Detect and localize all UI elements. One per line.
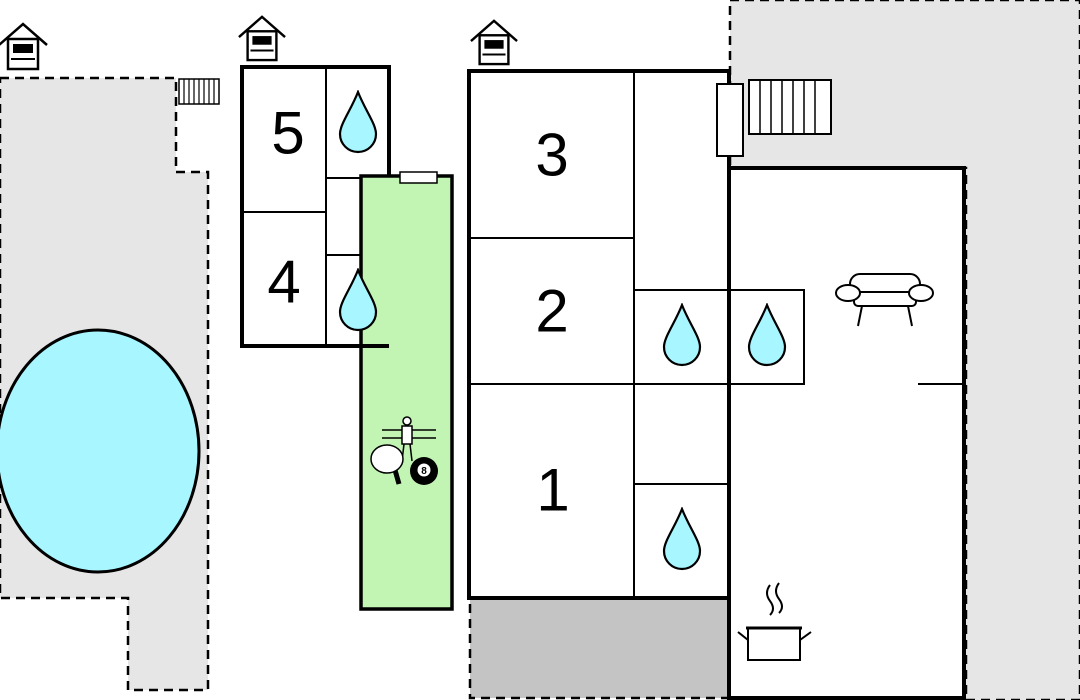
room-2-label: 2 — [535, 278, 568, 345]
stairs-icon — [178, 78, 220, 105]
living-wing — [727, 166, 966, 700]
swimming-pool — [0, 328, 201, 574]
table-tennis-icon — [370, 444, 404, 485]
house-entrance-icon — [237, 15, 287, 62]
room-5-label: 5 — [271, 100, 304, 167]
room-4-label: 4 — [267, 249, 300, 316]
covered-area — [468, 596, 732, 700]
house-entrance-icon — [0, 22, 49, 71]
room-3-label: 3 — [535, 122, 568, 189]
cooking-pot-icon — [737, 582, 812, 661]
billiard-ball-icon: 8 — [410, 457, 438, 485]
game-room — [359, 174, 454, 611]
room-1-label: 1 — [536, 457, 569, 524]
table-football-icon — [382, 416, 436, 462]
house-entrance-icon — [469, 19, 519, 66]
window — [399, 171, 438, 184]
billiard-ball-number: 8 — [421, 466, 427, 477]
sofa-icon — [835, 273, 934, 327]
outdoor-terrace-right — [728, 0, 1080, 700]
stairs-icon — [716, 79, 832, 157]
